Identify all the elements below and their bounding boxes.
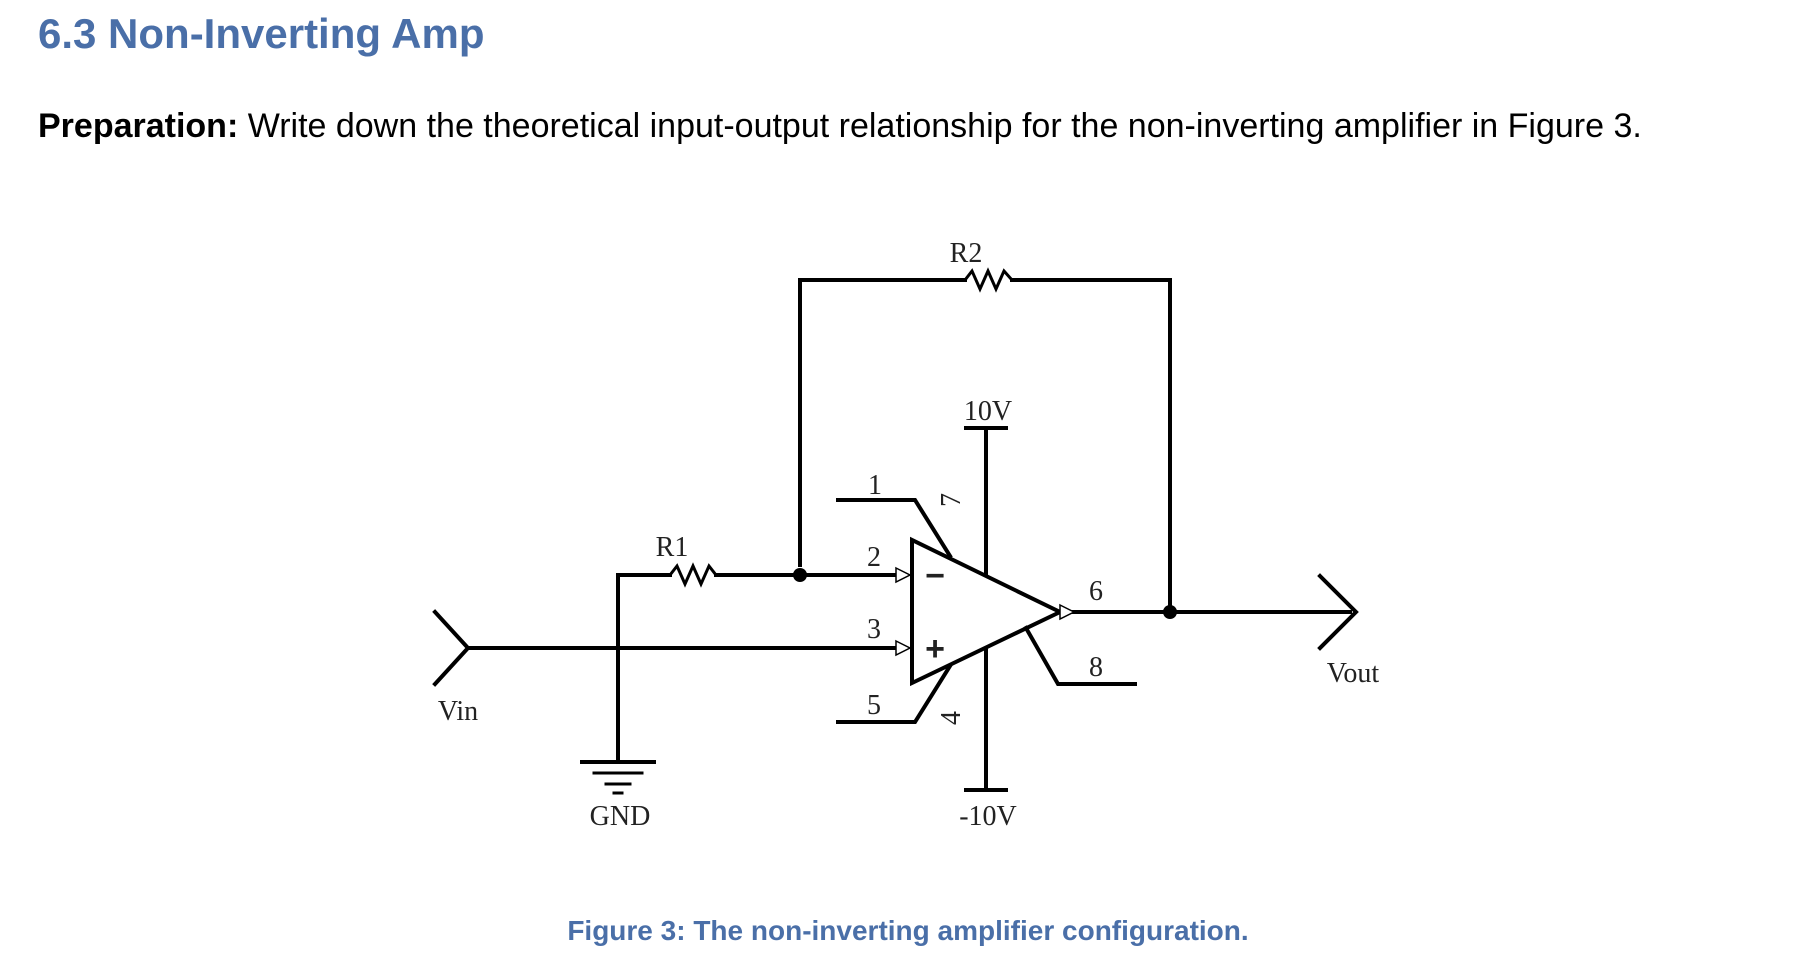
preparation-paragraph: Preparation: Write down the theoretical … <box>38 100 1798 152</box>
vneg-label: -10V <box>959 801 1017 832</box>
r2-resistor <box>962 267 1015 293</box>
gnd-wire <box>616 573 672 764</box>
vpos-label: 10V <box>964 396 1012 427</box>
figure-caption: Figure 3: The non-inverting amplifier co… <box>567 915 1249 946</box>
pin5-wire <box>836 663 953 724</box>
plus-sign: + <box>925 630 945 668</box>
pin8-wire <box>1023 625 1137 686</box>
minus-sign: − <box>925 557 945 595</box>
r1-label: R1 <box>656 532 689 563</box>
pin7-label: 7 <box>936 493 967 507</box>
vout-label: Vout <box>1327 658 1380 689</box>
r1-resistor <box>667 562 719 588</box>
gnd-label: GND <box>590 801 651 832</box>
pin6-label: 6 <box>1089 576 1103 607</box>
junction-dot <box>793 568 807 582</box>
pin1-label: 1 <box>868 470 882 501</box>
vin-arrow <box>432 609 471 687</box>
pin2-label: 2 <box>867 542 881 573</box>
pin4-label: 4 <box>936 711 967 725</box>
junction-dot <box>1163 605 1177 619</box>
pin5-label: 5 <box>867 690 881 721</box>
vout-arrow <box>1317 573 1359 651</box>
pin8-label: 8 <box>1089 652 1103 683</box>
preparation-label: Preparation: <box>38 107 239 145</box>
feedback-wire <box>798 278 967 567</box>
vin-label: Vin <box>438 696 478 727</box>
section-heading: 6.3 Non-Inverting Amp <box>38 10 485 57</box>
feedback-wire-right <box>1010 278 1172 612</box>
pin1-wire <box>836 498 953 559</box>
pin3-label: 3 <box>867 614 881 645</box>
preparation-text: Write down the theoretical input-output … <box>238 107 1642 145</box>
r2-label: R2 <box>950 238 983 269</box>
